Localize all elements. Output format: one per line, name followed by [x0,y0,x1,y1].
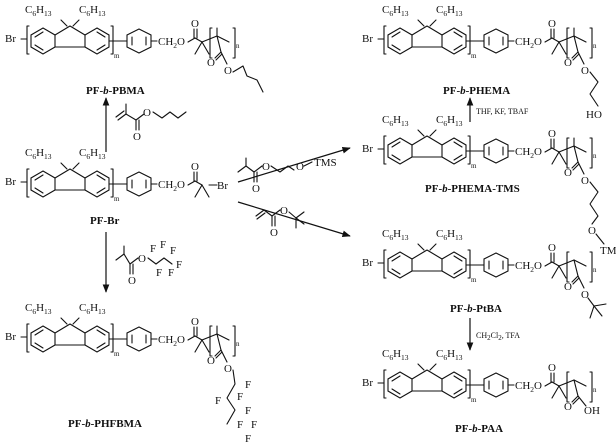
reagent-butyl-methacrylate: O O [115,103,187,143]
condition-tms-deprotection: THF, KF, TBAF [476,107,529,116]
arrow-to-ptba [237,201,351,238]
reagent-tbutyl-acrylate: O O [255,205,305,239]
svg-text:O: O [588,225,596,237]
svg-text:F: F [237,391,243,403]
svg-text:TMS: TMS [600,245,616,257]
label-pf-phema: PF-b-PHEMA [443,85,510,97]
svg-text:O: O [280,205,288,217]
svg-text:F: F [245,433,251,445]
svg-text:F: F [156,267,162,279]
reagent-hexafluorobutyl-methacrylate: O O F F F F F F [115,239,182,287]
svg-text:F: F [237,419,243,431]
reagent-hema-tms: O O O TMS [237,157,337,195]
pf-phfbma-structure: F F F F F F F [4,301,257,445]
label-pf-ptba: PF-b-PtBA [450,303,502,315]
svg-text:O: O [581,289,589,301]
svg-text:F: F [176,259,182,271]
svg-text:O: O [270,227,278,239]
svg-text:n: n [593,266,597,274]
svg-text:O: O [252,183,260,195]
svg-text:F: F [170,245,176,257]
svg-text:O: O [564,281,572,293]
label-pf-br: PF-Br [90,215,119,227]
svg-text:n: n [593,386,597,394]
pf-pbma-structure [4,3,264,93]
svg-text:O: O [262,161,270,173]
label-pf-paa: PF-b-PAA [455,423,503,435]
pf-ptba-structure: n O O [361,227,607,319]
svg-text:F: F [160,239,166,251]
pf-paa-structure: n O OH [361,347,600,417]
svg-text:OH: OH [584,405,600,417]
svg-text:O: O [133,131,141,143]
pf-phema-tms-structure: O TMS [361,113,616,257]
svg-text:Br: Br [217,180,228,192]
svg-text:O: O [128,275,136,287]
svg-text:F: F [251,419,257,431]
svg-text:TMS: TMS [314,157,337,169]
label-pf-phfbma: PF-b-PHFBMA [68,418,142,430]
label-pf-phema-tms: PF-b-PHEMA-TMS [425,183,520,195]
label-pf-pbma: PF-b-PBMA [86,85,145,97]
pf-br-structure: Br [4,146,228,204]
svg-text:F: F [245,379,251,391]
svg-text:F: F [245,405,251,417]
svg-text:F: F [168,267,174,279]
pf-phema-structure: HO [361,3,602,121]
condition-tba-deprotection: CH2Cl2, TFA [476,331,520,342]
svg-text:O: O [296,161,304,173]
svg-text:O: O [143,107,151,119]
svg-text:O: O [138,253,146,265]
svg-text:HO: HO [586,109,602,121]
svg-text:F: F [215,395,221,407]
svg-text:F: F [150,243,156,255]
svg-text:O: O [564,401,572,413]
